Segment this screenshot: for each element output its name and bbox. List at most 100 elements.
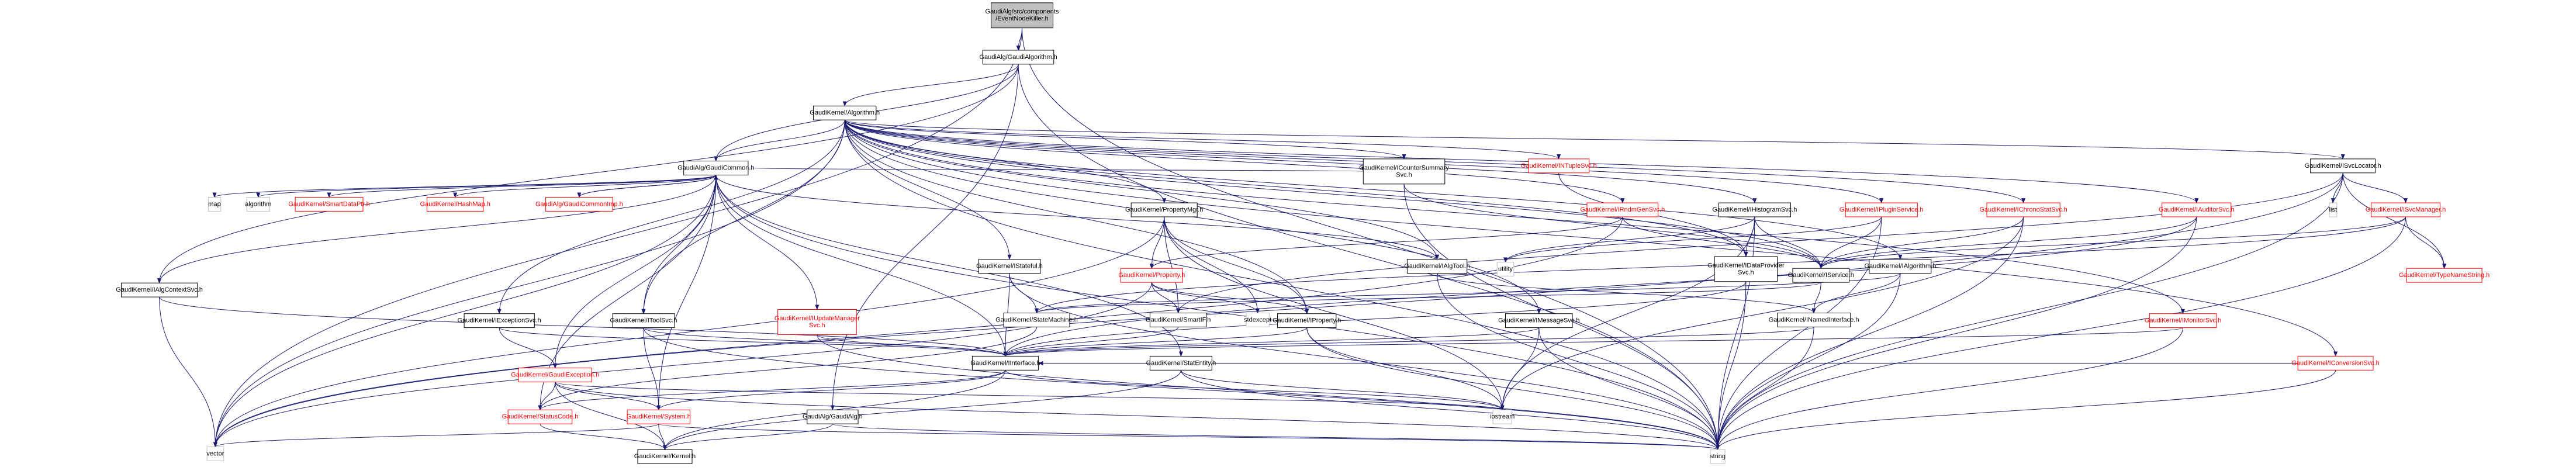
edge-n42-to-n48 [555,382,667,451]
edge-n2-to-n38 [844,120,2185,314]
node-gaudikernel-iinterface-h[interactable]: GaudiKernel/IInterface.h [970,355,1040,371]
node-gaudikernel-intuplesvc-h[interactable]: GaudiKernel/INTupleSvc.h [1521,158,1597,174]
edge-n25-to-n39 [1003,281,1747,357]
node-gaudikernel-ialgtool-h[interactable]: GaudiKernel/IAlgTool.h [1404,259,1470,274]
node-gaudikernel-smartif-h[interactable]: GaudiKernel/SmartIF.h [1146,313,1211,327]
node-box [627,409,690,424]
node-box [971,355,1039,371]
node-label: GaudiKernel/IProperty.h [1273,317,1341,324]
node-gaudikernel-ichronostatsvc-h[interactable]: GaudiKernel/IChronoStatSvc.h [1979,202,2067,217]
node-box [1149,313,1207,327]
edge-n6-to-n49 [1716,172,2343,451]
node-gaudialg-src-components-eventnodekiller-h[interactable]: GaudiAlg/src/components/EventNodeKiller.… [986,2,1059,29]
node-label: GaudiKernel/IUpdateManager [774,315,860,322]
node-box [2329,202,2338,217]
node-gaudikernel-iconversionsvc-h[interactable]: GaudiKernel/IConversionSvc.h [2291,355,2380,371]
node-gaudikernel-statemachine-h[interactable]: GaudiKernel/StateMachine.h [995,313,1078,327]
edge-n3-to-n43 [538,175,717,411]
edge-n2-to-n12 [844,119,1406,160]
node-label: GaudiKernel/IAlgorithm.h [1864,263,1936,270]
node-gaudikernel-gaudiexception-h[interactable]: GaudiKernel/GaudiException.h [511,368,599,383]
node-gaudikernel-hashmap-h[interactable]: GaudiKernel/HashMap.h [420,197,490,212]
edge-n18-to-n26 [1818,216,2406,269]
edge-n35-to-n39 [1003,327,1308,357]
node-label: /EventNodeKiller.h [995,15,1049,22]
edge-n16-to-n46 [1500,216,2024,411]
node-gaudikernel-imessagesvc-h[interactable]: GaudiKernel/IMessageSvc.h [1498,313,1580,328]
edge-n6-to-n18 [2342,172,2408,204]
node-box [121,282,198,297]
node-label: GaudiKernel/IChronoStatSvc.h [1979,206,2067,213]
node-gaudikernel-algorithm-h[interactable]: GaudiKernel/Algorithm.h [810,105,880,120]
edge-n45-to-n49 [832,423,1720,451]
node-label: GaudiKernel/Property.h [1118,272,1185,279]
node-gaudikernel-isvclocator-h[interactable]: GaudiKernel/ISvcLocator.h [2305,158,2381,174]
node-gaudikernel-smartdataptr-h[interactable]: GaudiKernel/SmartDataPtr.h [288,197,370,212]
node-box [545,197,613,212]
edge-n3-to-n23 [715,175,1439,260]
node-gaudialg-gaudialgorithm-h[interactable]: GaudiAlg/GaudiAlgorithm.h [979,50,1057,65]
node-label: GaudiKernel/IExceptionSvc.h [458,317,541,324]
node-gaudikernel-itoolsvc-h[interactable]: GaudiKernel/IToolSvc.h [610,313,677,328]
edge-n18-to-n49 [1716,216,2406,451]
node-box [464,313,535,328]
node-gaudikernel-istateful-h[interactable]: GaudiKernel/IStateful.h [976,259,1043,274]
node-box [2149,313,2217,328]
node-gaudikernel-iservice-h[interactable]: GaudiKernel/IService.h [1788,268,1854,283]
edge-n35-to-n46 [1306,327,1505,411]
edge-n39-to-n43 [538,369,1006,411]
edge-n44-to-n47 [213,423,659,448]
node-gaudialg-gaudicommon-h[interactable]: GaudiAlg/GaudiCommon.h [677,161,755,175]
node-gaudikernel-irndmgensvc-h[interactable]: GaudiKernel/IRndmGenSvc.h [1580,202,1665,217]
node-label: iostream [1490,413,1515,420]
node-label: GaudiKernel/HashMap.h [420,200,490,207]
node-gaudikernel-property-h[interactable]: GaudiKernel/Property.h [1118,268,1185,283]
edge-n32-to-n43 [538,327,1037,411]
node-gaudikernel-ihistogramsvc-h[interactable]: GaudiKernel/IHistogramSvc.h [1712,202,1797,217]
node-label: GaudiKernel/System.h [627,413,691,420]
edge-n18-to-n28 [2405,216,2447,269]
node-gaudialg-gaudialg-h[interactable]: GaudiAlg/GaudiAlg.h [803,409,863,424]
node-gaudikernel-imonitorsvc-h[interactable]: GaudiKernel/IMonitorSvc.h [2145,313,2221,328]
node-gaudikernel-statuscode-h[interactable]: GaudiKernel/StatusCode.h [502,409,579,424]
node-box [208,197,222,212]
node-label: GaudiAlg/GaudiAlgorithm.h [979,54,1057,61]
edge-n20-to-n34 [1164,216,1260,314]
node-gaudikernel-propertymgr-h[interactable]: GaudiKernel/PropertyMgr.h [1125,202,1203,217]
node-gaudikernel-typenamestring-h[interactable]: GaudiKernel/TypeNameString.h [2399,268,2489,283]
node-label: vector [206,450,224,457]
edge-n27-to-n49 [1716,273,1901,451]
edge-n43-to-n48 [540,423,667,451]
node-label: GaudiKernel/IAlgTool.h [1404,263,1470,270]
edge-n36-to-n39 [1003,327,1540,357]
node-box [1986,202,2060,217]
node-gaudikernel-system-h[interactable]: GaudiKernel/System.h [627,409,691,424]
node-gaudikernel-kernel-h[interactable]: GaudiKernel/Kernel.h [634,449,696,464]
node-box [2162,202,2232,217]
edge-n6-to-n28 [2342,172,2447,269]
node-gaudikernel-iauditorsvc-h[interactable]: GaudiKernel/IAuditorSvc.h [2159,202,2235,217]
node-label: GaudiKernel/INTupleSvc.h [1521,162,1597,169]
node-gaudialg-gaudicommonimp-h[interactable]: GaudiAlg/GaudiCommonImp.h [535,197,623,212]
edge-n3-to-n4 [157,175,717,284]
node-box [2297,355,2374,371]
node-gaudikernel-statentity-h[interactable]: GaudiKernel/StatEntity.h [1146,355,1216,371]
edge-n38-to-n49 [1716,327,2183,451]
node-gaudikernel-ialgcontextsvc-h[interactable]: GaudiKernel/IAlgContextSvc.h [116,282,203,297]
edge-n25-to-n49 [1716,281,1747,451]
node-gaudikernel-isvcmanager-h[interactable]: GaudiKernel/ISvcManager.h [2366,202,2446,217]
node-label: GaudiKernel/ICounterSummary [1359,164,1449,171]
node-box [1246,313,1270,327]
node-gaudikernel-iexceptionsvc-h[interactable]: GaudiKernel/IExceptionSvc.h [458,313,541,328]
node-gaudikernel-iproperty-h[interactable]: GaudiKernel/IProperty.h [1273,313,1341,328]
edge-n39-to-n44 [656,370,1006,411]
node-gaudikernel-inamedinterface-h[interactable]: GaudiKernel/INamedInterface.h [1769,313,1859,327]
node-label: GaudiKernel/ISvcManager.h [2366,206,2446,213]
node-gaudikernel-ialgorithm-h[interactable]: GaudiKernel/IAlgorithm.h [1864,259,1936,274]
node-gaudikernel-ipluginservice-h[interactable]: GaudiKernel/IPluginService.h [1839,202,1924,217]
edge-n42-to-n43 [538,382,556,411]
